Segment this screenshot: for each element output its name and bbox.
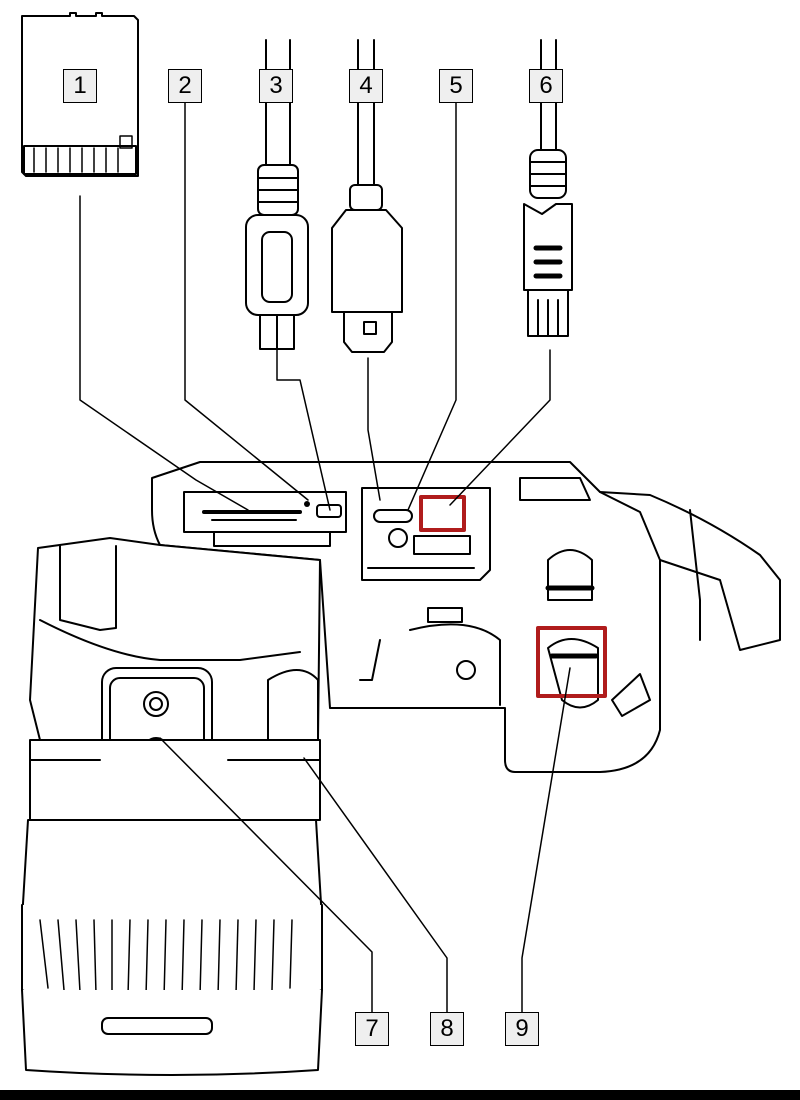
callout-1: 1 <box>63 69 97 103</box>
leader-2 <box>184 102 309 501</box>
usb-cable <box>245 39 309 350</box>
highlight-tripod-mount <box>536 626 607 698</box>
callout-6: 6 <box>529 69 563 103</box>
leader-1 <box>79 195 249 511</box>
callout-4: 4 <box>349 69 383 103</box>
camera-body <box>151 461 781 773</box>
callout-7: 7 <box>355 1012 389 1046</box>
leader-5 <box>407 102 457 511</box>
bottom-rule <box>0 1090 800 1100</box>
leader-6 <box>449 349 551 506</box>
leader-8 <box>303 757 448 1013</box>
leader-lines <box>79 102 571 1013</box>
lens-assembly <box>21 537 323 1076</box>
hdmi-cable <box>331 39 403 353</box>
highlight-power-connector <box>419 495 466 532</box>
power-cable <box>523 39 573 337</box>
leader-4 <box>367 357 381 501</box>
callout-9: 9 <box>505 1012 539 1046</box>
callout-2: 2 <box>168 69 202 103</box>
leader-7 <box>159 737 373 1013</box>
leader-9 <box>521 667 571 1013</box>
callout-5: 5 <box>439 69 473 103</box>
leader-3 <box>276 349 331 511</box>
callout-8: 8 <box>430 1012 464 1046</box>
callout-3: 3 <box>259 69 293 103</box>
